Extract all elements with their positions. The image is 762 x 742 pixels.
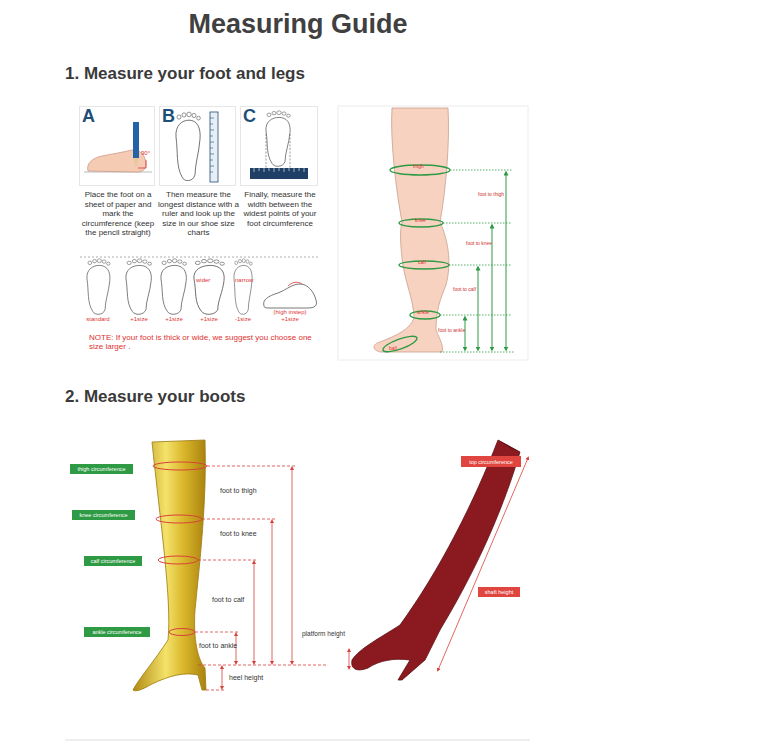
tag-text: top circumference (469, 459, 513, 465)
tag-text: thigh circumference (78, 466, 126, 472)
leg-point: ball (389, 346, 397, 352)
tag-text: knee circumference (80, 512, 128, 518)
step-letter: B (162, 106, 175, 127)
dimension-label: foot to thigh (220, 487, 257, 495)
tag-text: shaft height (485, 589, 513, 595)
dimension-label: foot to knee (220, 530, 257, 538)
measure-tag: knee circumference (72, 510, 135, 520)
measure-tag: thigh circumference (70, 464, 133, 474)
dimension-label: foot to knee (466, 241, 492, 247)
size-note: -1size (228, 316, 258, 323)
dimension-label: platform height (302, 630, 345, 637)
leg-point: knee (415, 218, 426, 224)
step-panel: APlace the foot on a sheet of paper and … (79, 106, 155, 186)
size-note: +1size (159, 316, 189, 323)
leg-point: ankle (417, 310, 429, 316)
measure-tag: top circumference (461, 456, 521, 467)
page-title: Measuring Guide (150, 9, 446, 40)
dimension-label: heel height (229, 674, 263, 682)
dimension-label: foot to calf (212, 596, 244, 604)
foot-type: narrow (235, 277, 253, 284)
measure-tag: ankle circumference (84, 627, 150, 637)
step-caption: Finally, measure the width between the w… (239, 190, 321, 228)
dimension-label: foot to calf (453, 287, 476, 293)
tag-text: ankle circumference (92, 629, 141, 635)
dimension-label: foot to thigh (478, 192, 504, 198)
size-note: +1size (124, 316, 154, 323)
measure-tag: shaft height (478, 587, 520, 597)
dimension-label: foot to ankle (438, 328, 465, 334)
step-letter: A (82, 106, 95, 127)
step-panel: CFinally, measure the width between the … (240, 106, 318, 186)
section-heading: 1. Measure your foot and legs (65, 64, 305, 84)
step-caption: Then measure the longest distance with a… (158, 190, 239, 238)
tag-text: calf circumference (91, 558, 136, 564)
measure-tag: calf circumference (84, 556, 142, 566)
step-letter: C (243, 106, 256, 127)
leg-point: thigh (413, 164, 424, 170)
size-note: standard (83, 316, 113, 323)
section-heading: 2. Measure your boots (65, 387, 245, 407)
size-note: +1size (194, 316, 224, 323)
leg-point: calf (418, 260, 426, 266)
angle-mark: 90° (141, 150, 150, 157)
note-text: NOTE: If your foot is thick or wide, we … (89, 333, 325, 351)
foot-type: wider (196, 277, 210, 284)
step-caption: Place the foot on a sheet of paper and m… (78, 190, 158, 238)
step-panel: BThen measure the longest distance with … (159, 106, 236, 186)
size-note: (high instep) +1size (268, 309, 312, 323)
dimension-label: foot to ankle (199, 642, 237, 650)
